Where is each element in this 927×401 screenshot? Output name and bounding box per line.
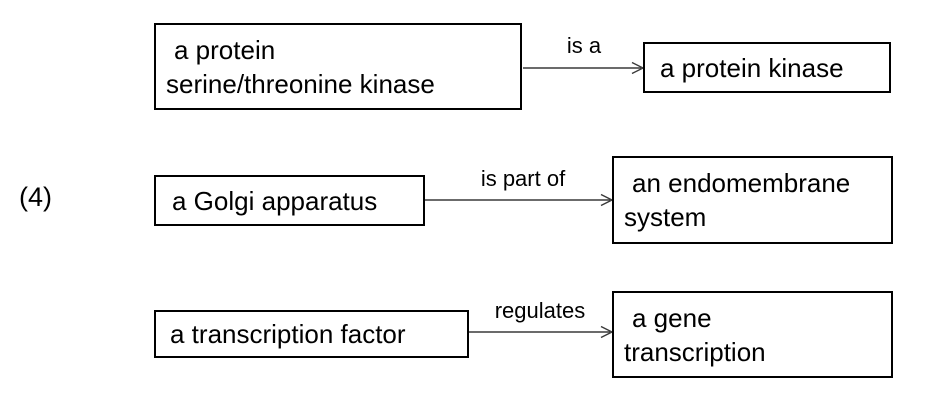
concept-box-gene-transcription: a gene transcription (612, 291, 893, 378)
concept-text: system (624, 202, 707, 232)
concept-text: a gene (632, 302, 712, 333)
concept-text: transcription (624, 336, 766, 367)
relation-label-is-a: is a (566, 33, 602, 58)
figure-number: (4) (19, 182, 52, 212)
concept-text: a protein (174, 34, 276, 65)
is-a-arrow (523, 61, 645, 75)
concept-box-transcription-factor: a transcription factor (154, 310, 469, 358)
regulates-arrow (469, 325, 614, 339)
concept-text: a transcription factor (170, 319, 406, 349)
concept-text: serine/threonine kinase (166, 68, 435, 99)
concept-text: an endomembrane (632, 168, 851, 198)
is-part-of-arrow (425, 193, 614, 207)
relation-label-regulates: regulates (494, 298, 586, 323)
concept-text: a protein kinase (660, 52, 844, 83)
concept-text: a Golgi apparatus (172, 185, 378, 216)
concept-box-serine-threonine-kinase: a protein serine/threonine kinase (154, 23, 522, 110)
relation-label-is-part-of: is part of (480, 166, 566, 191)
concept-box-protein-kinase: a protein kinase (643, 42, 891, 93)
concept-box-endomembrane-system: an endomembrane system (612, 156, 893, 244)
concept-box-golgi-apparatus: a Golgi apparatus (154, 175, 425, 226)
